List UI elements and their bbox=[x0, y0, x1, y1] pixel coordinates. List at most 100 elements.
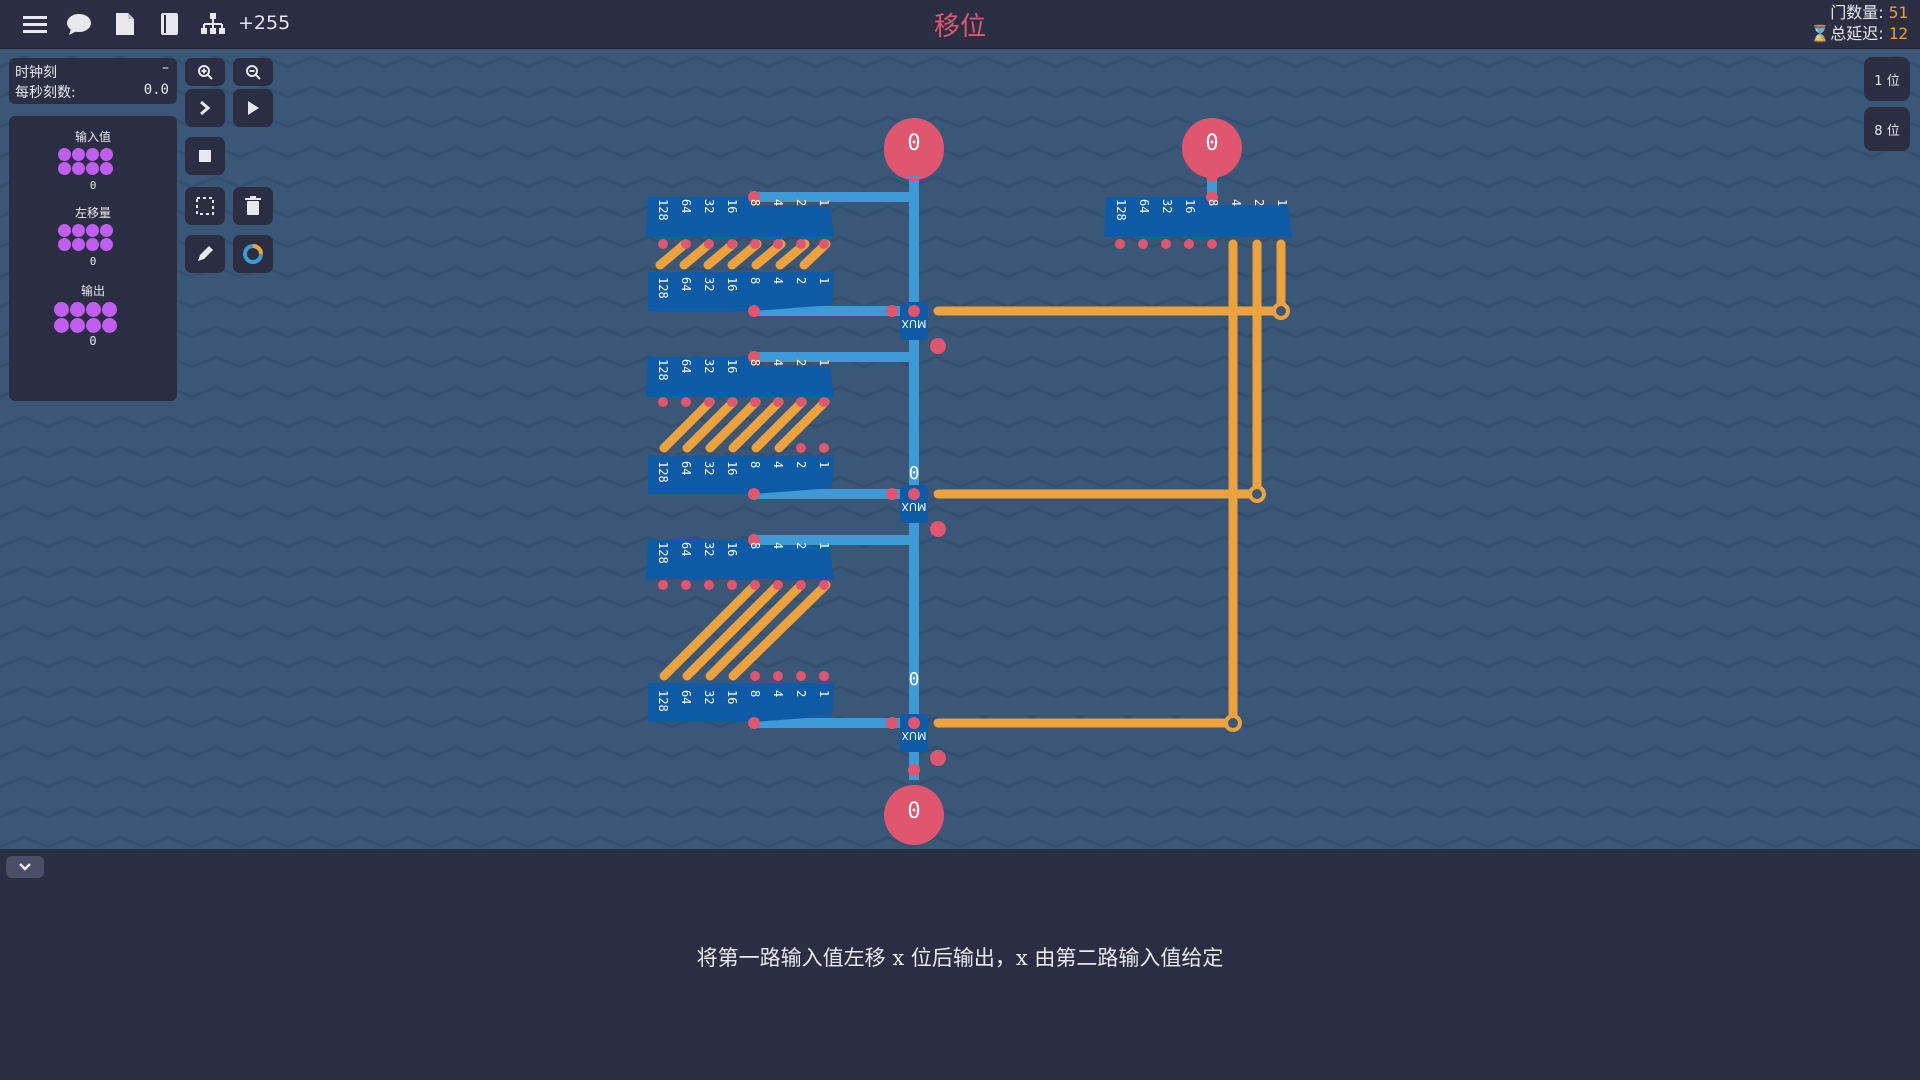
menu-icon[interactable] bbox=[20, 10, 50, 38]
zoom-in-button[interactable] bbox=[185, 58, 225, 86]
io-value-shift: 0 bbox=[89, 255, 97, 268]
splitter-3 bbox=[646, 540, 834, 580]
bit-label: 128 bbox=[656, 690, 670, 712]
bit-mode-1-button[interactable]: 1 位 bbox=[1864, 57, 1910, 101]
io-nodes bbox=[883, 118, 1242, 845]
gate-count-label: 门数量: bbox=[1830, 3, 1884, 22]
bit-mode-8-button[interactable]: 8 位 bbox=[1864, 107, 1910, 151]
bit-label: 4 bbox=[1229, 199, 1243, 207]
book-icon[interactable] bbox=[154, 10, 184, 38]
color-wheel-icon bbox=[243, 244, 263, 264]
stats-panel: 门数量: 51 ⌛总延迟: 12 bbox=[1810, 2, 1908, 44]
color-button[interactable] bbox=[233, 235, 273, 273]
pencil-button[interactable] bbox=[185, 235, 225, 273]
io-value-output: 0 bbox=[89, 334, 97, 348]
canvas-background bbox=[0, 49, 1920, 849]
bit-label: 2 bbox=[794, 542, 808, 550]
bit-label: 32 bbox=[702, 359, 716, 374]
bit-label: 128 bbox=[656, 359, 670, 381]
maker-2 bbox=[648, 455, 834, 494]
tick-rate-value[interactable]: 0.0 bbox=[143, 82, 169, 98]
play-button[interactable] bbox=[233, 89, 273, 127]
bit-label: 32 bbox=[702, 277, 716, 292]
input-pixel-display bbox=[58, 148, 113, 175]
zoom-in-icon bbox=[198, 65, 213, 80]
chevron-down-icon bbox=[19, 863, 31, 871]
bit-label: 4 bbox=[771, 359, 785, 367]
io-label-shift: 左移量 bbox=[74, 206, 111, 220]
input-b-value[interactable]: 0 bbox=[1205, 131, 1219, 156]
bit-label: 8 bbox=[1206, 199, 1220, 207]
io-label-input: 输入值 bbox=[74, 130, 111, 144]
input-a-value[interactable]: 0 bbox=[907, 131, 921, 156]
bit-label: 32 bbox=[702, 690, 716, 705]
io-panel: 输入值 0 左移量 0 输出 0 bbox=[9, 116, 177, 401]
bit-label: 32 bbox=[702, 542, 716, 557]
maker-1 bbox=[648, 272, 834, 311]
bit-label: 16 bbox=[725, 277, 739, 292]
delete-button[interactable] bbox=[233, 187, 273, 225]
bit-label: 8 bbox=[748, 359, 762, 367]
bit-label: 128 bbox=[1114, 199, 1128, 221]
mux-blocks bbox=[900, 302, 928, 752]
mux-label-2: MUX bbox=[901, 500, 927, 513]
bit-label: 64 bbox=[679, 542, 693, 557]
main-bus-wire bbox=[909, 170, 919, 780]
selection-icon bbox=[196, 197, 214, 215]
bit-label: 8 bbox=[748, 277, 762, 285]
shift-pixel-display bbox=[58, 224, 113, 251]
delay-value: 12 bbox=[1888, 24, 1908, 43]
bit-label: 1 bbox=[817, 359, 831, 367]
output-pixel-display bbox=[54, 302, 117, 333]
bit-label: 32 bbox=[702, 461, 716, 476]
bit-label: 16 bbox=[725, 359, 739, 374]
chevron-right-icon bbox=[200, 100, 211, 116]
level-title: 移位 bbox=[933, 12, 986, 42]
clock-minimize-button[interactable]: – bbox=[162, 60, 169, 76]
gate-count-value: 51 bbox=[1888, 3, 1908, 22]
play-icon bbox=[248, 101, 259, 115]
bit-label: 64 bbox=[679, 277, 693, 292]
top-bar: +255 移位 门数量: 51 ⌛总延迟: 12 bbox=[0, 0, 1920, 49]
bit-label: 4 bbox=[771, 690, 785, 698]
output-value: 0 bbox=[907, 799, 921, 824]
tick-rate-label: 每秒刻数: bbox=[15, 85, 76, 101]
circuit-diagram[interactable] bbox=[0, 49, 1920, 849]
splitter-shift bbox=[1104, 197, 1292, 237]
splitter-2 bbox=[646, 357, 834, 397]
zoom-out-button[interactable] bbox=[233, 58, 273, 86]
bit-label: 8 bbox=[748, 461, 762, 469]
bit-label: 128 bbox=[656, 199, 670, 221]
pencil-icon bbox=[198, 246, 213, 261]
bit-label: 2 bbox=[1252, 199, 1266, 207]
bit-label: 1 bbox=[817, 277, 831, 285]
io-value-input: 0 bbox=[89, 179, 97, 192]
bit-label: 4 bbox=[771, 542, 785, 550]
bit-label: 64 bbox=[679, 199, 693, 214]
bit-label: 16 bbox=[725, 542, 739, 557]
bit-label: 64 bbox=[1137, 199, 1151, 214]
bit-label: 1 bbox=[817, 461, 831, 469]
bit-label: 1 bbox=[817, 542, 831, 550]
bit-label: 64 bbox=[679, 461, 693, 476]
bit-label: 4 bbox=[771, 461, 785, 469]
bit-label: 128 bbox=[656, 277, 670, 299]
bit-label: 16 bbox=[725, 461, 739, 476]
stop-button[interactable] bbox=[185, 137, 225, 175]
splitter-1 bbox=[646, 197, 834, 237]
bit-label: 16 bbox=[1183, 199, 1197, 214]
chat-icon[interactable] bbox=[64, 10, 94, 38]
bit-label: 4 bbox=[771, 277, 785, 285]
bit-label: 2 bbox=[794, 199, 808, 207]
step-button[interactable] bbox=[185, 89, 225, 127]
collapse-button[interactable] bbox=[6, 856, 44, 878]
mux-label-3: MUX bbox=[901, 729, 927, 742]
hierarchy-icon[interactable] bbox=[198, 10, 228, 38]
select-button[interactable] bbox=[185, 187, 225, 225]
document-icon[interactable] bbox=[110, 10, 140, 38]
bit-label: 2 bbox=[794, 359, 808, 367]
byte-splitters bbox=[646, 197, 1292, 722]
bit-label: 4 bbox=[771, 199, 785, 207]
mux-label-1: MUX bbox=[901, 317, 927, 330]
